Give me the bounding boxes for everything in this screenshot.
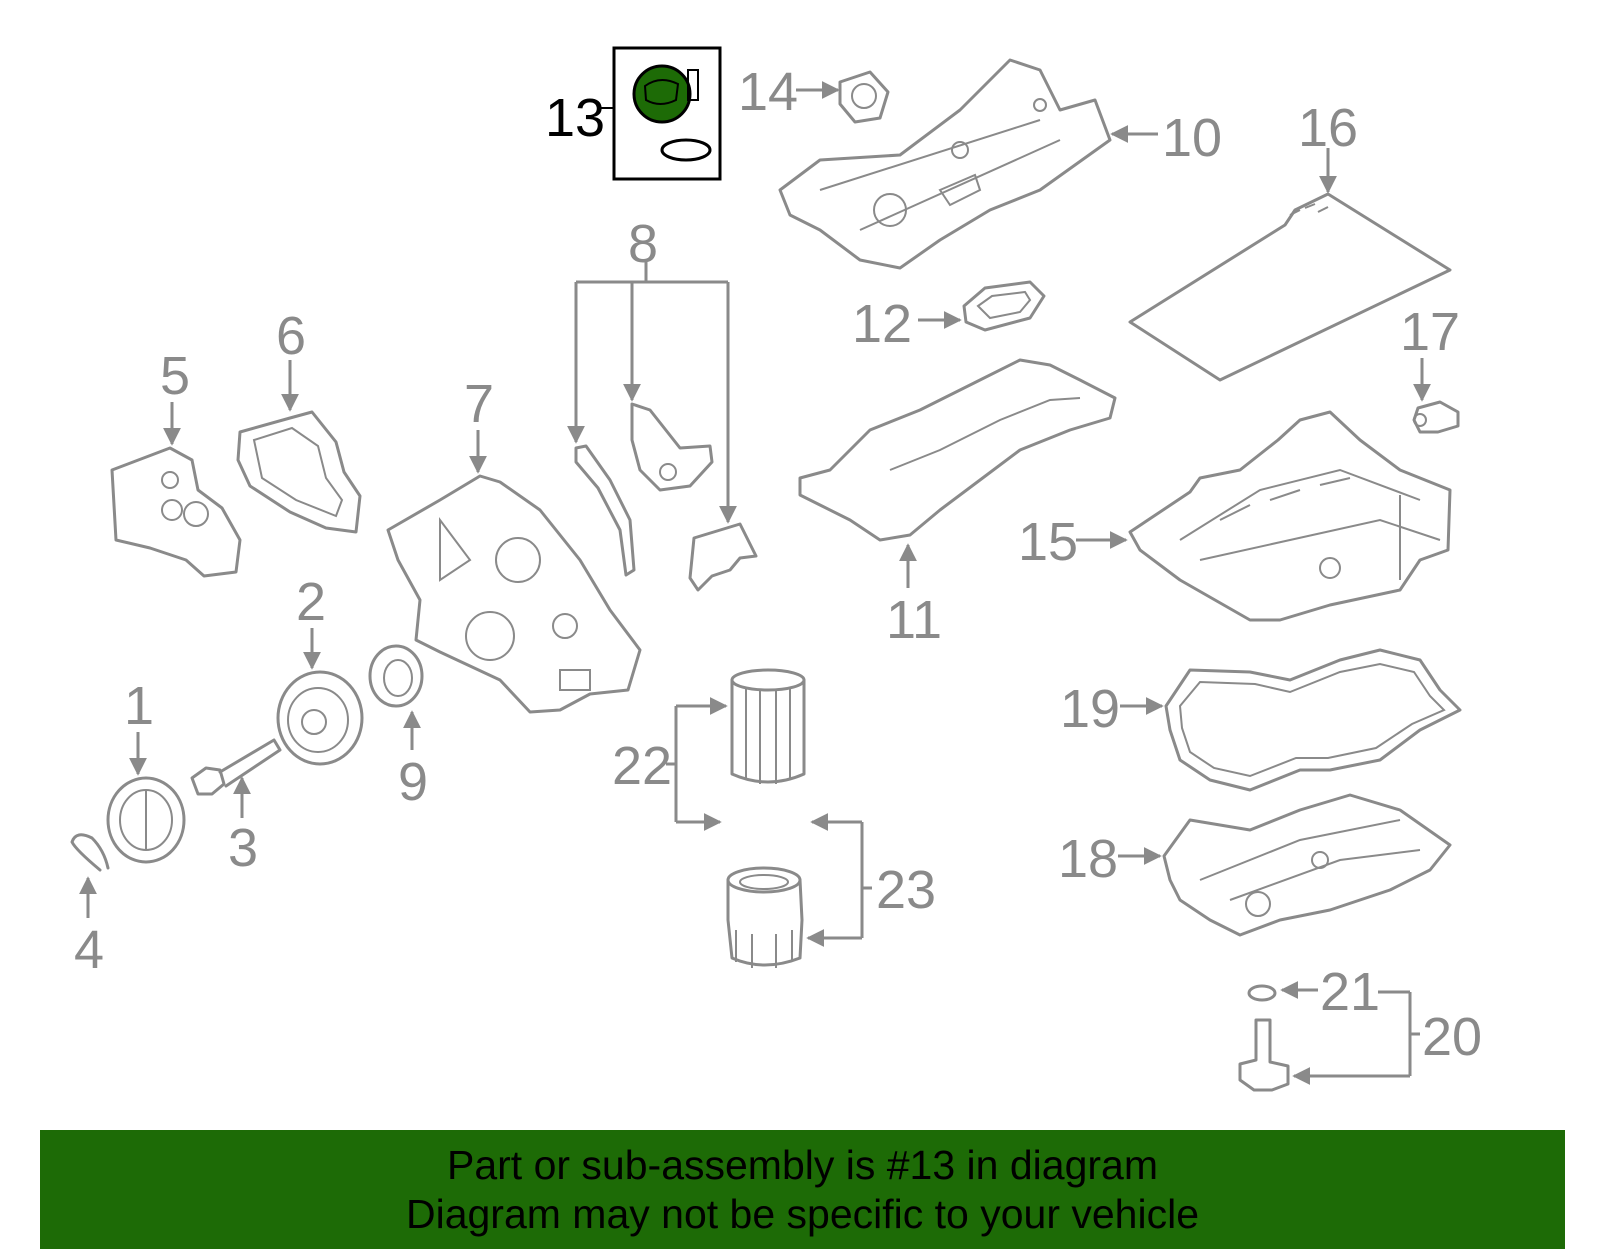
callout-23[interactable]: 23 [876,860,936,920]
part-1-damper[interactable] [106,776,186,864]
part-16-gasket-sheet[interactable] [1128,192,1452,382]
part-20-drain-plug[interactable] [1238,1018,1290,1092]
part-18-lower-oil-pan[interactable] [1162,793,1452,937]
part-6-gasket[interactable] [236,410,362,534]
part-21-o-ring[interactable] [1247,984,1277,1002]
callout-15[interactable]: 15 [1018,512,1078,572]
part-15-oil-pan[interactable] [1128,410,1452,622]
callout-3[interactable]: 3 [228,818,258,878]
part-23-filter-housing-cap[interactable] [726,866,804,968]
callout-18[interactable]: 18 [1058,829,1118,889]
part-2-pulley[interactable] [276,670,364,766]
callout-20[interactable]: 20 [1422,1007,1482,1067]
info-banner: Part or sub-assembly is #13 in diagram D… [40,1130,1565,1249]
part-11-valve-cover-gasket[interactable] [798,358,1117,542]
part-5-cover[interactable] [110,446,242,578]
callout-2[interactable]: 2 [296,572,326,632]
callout-8[interactable]: 8 [628,214,658,274]
part-7-timing-cover[interactable] [386,474,642,714]
callout-9[interactable]: 9 [398,752,428,812]
banner-line-2: Diagram may not be specific to your vehi… [405,1191,1199,1237]
callout-16[interactable]: 16 [1298,98,1358,158]
part-22-oil-filter-element[interactable] [730,668,806,784]
part-13-oil-filler-cap[interactable] [598,46,722,181]
callout-13[interactable]: 13 [545,88,605,148]
callout-12[interactable]: 12 [852,294,912,354]
callout-17[interactable]: 17 [1400,302,1460,362]
callout-22[interactable]: 22 [612,736,672,796]
part-8-gaskets[interactable] [574,402,758,592]
callout-11[interactable]: 11 [886,590,942,650]
part-9-seal[interactable] [368,644,424,708]
part-19-oil-pan-gasket[interactable] [1164,648,1462,792]
part-4-clip[interactable] [70,833,110,872]
callout-10[interactable]: 10 [1162,108,1222,168]
banner-line-1: Part or sub-assembly is #13 in diagram [447,1142,1158,1188]
callout-4[interactable]: 4 [74,920,104,980]
callout-14[interactable]: 14 [738,62,798,122]
callout-6[interactable]: 6 [276,306,306,366]
part-14-seal[interactable] [838,70,890,124]
part-17-sensor[interactable] [1412,400,1460,434]
part-3-bolt[interactable] [190,738,282,796]
callout-21[interactable]: 21 [1320,962,1380,1022]
callout-7[interactable]: 7 [464,374,494,434]
callout-1[interactable]: 1 [124,676,154,736]
part-10-valve-cover[interactable] [778,58,1112,270]
callout-5[interactable]: 5 [160,346,190,406]
part-12-gasket[interactable] [962,280,1046,332]
callout-19[interactable]: 19 [1060,679,1120,739]
